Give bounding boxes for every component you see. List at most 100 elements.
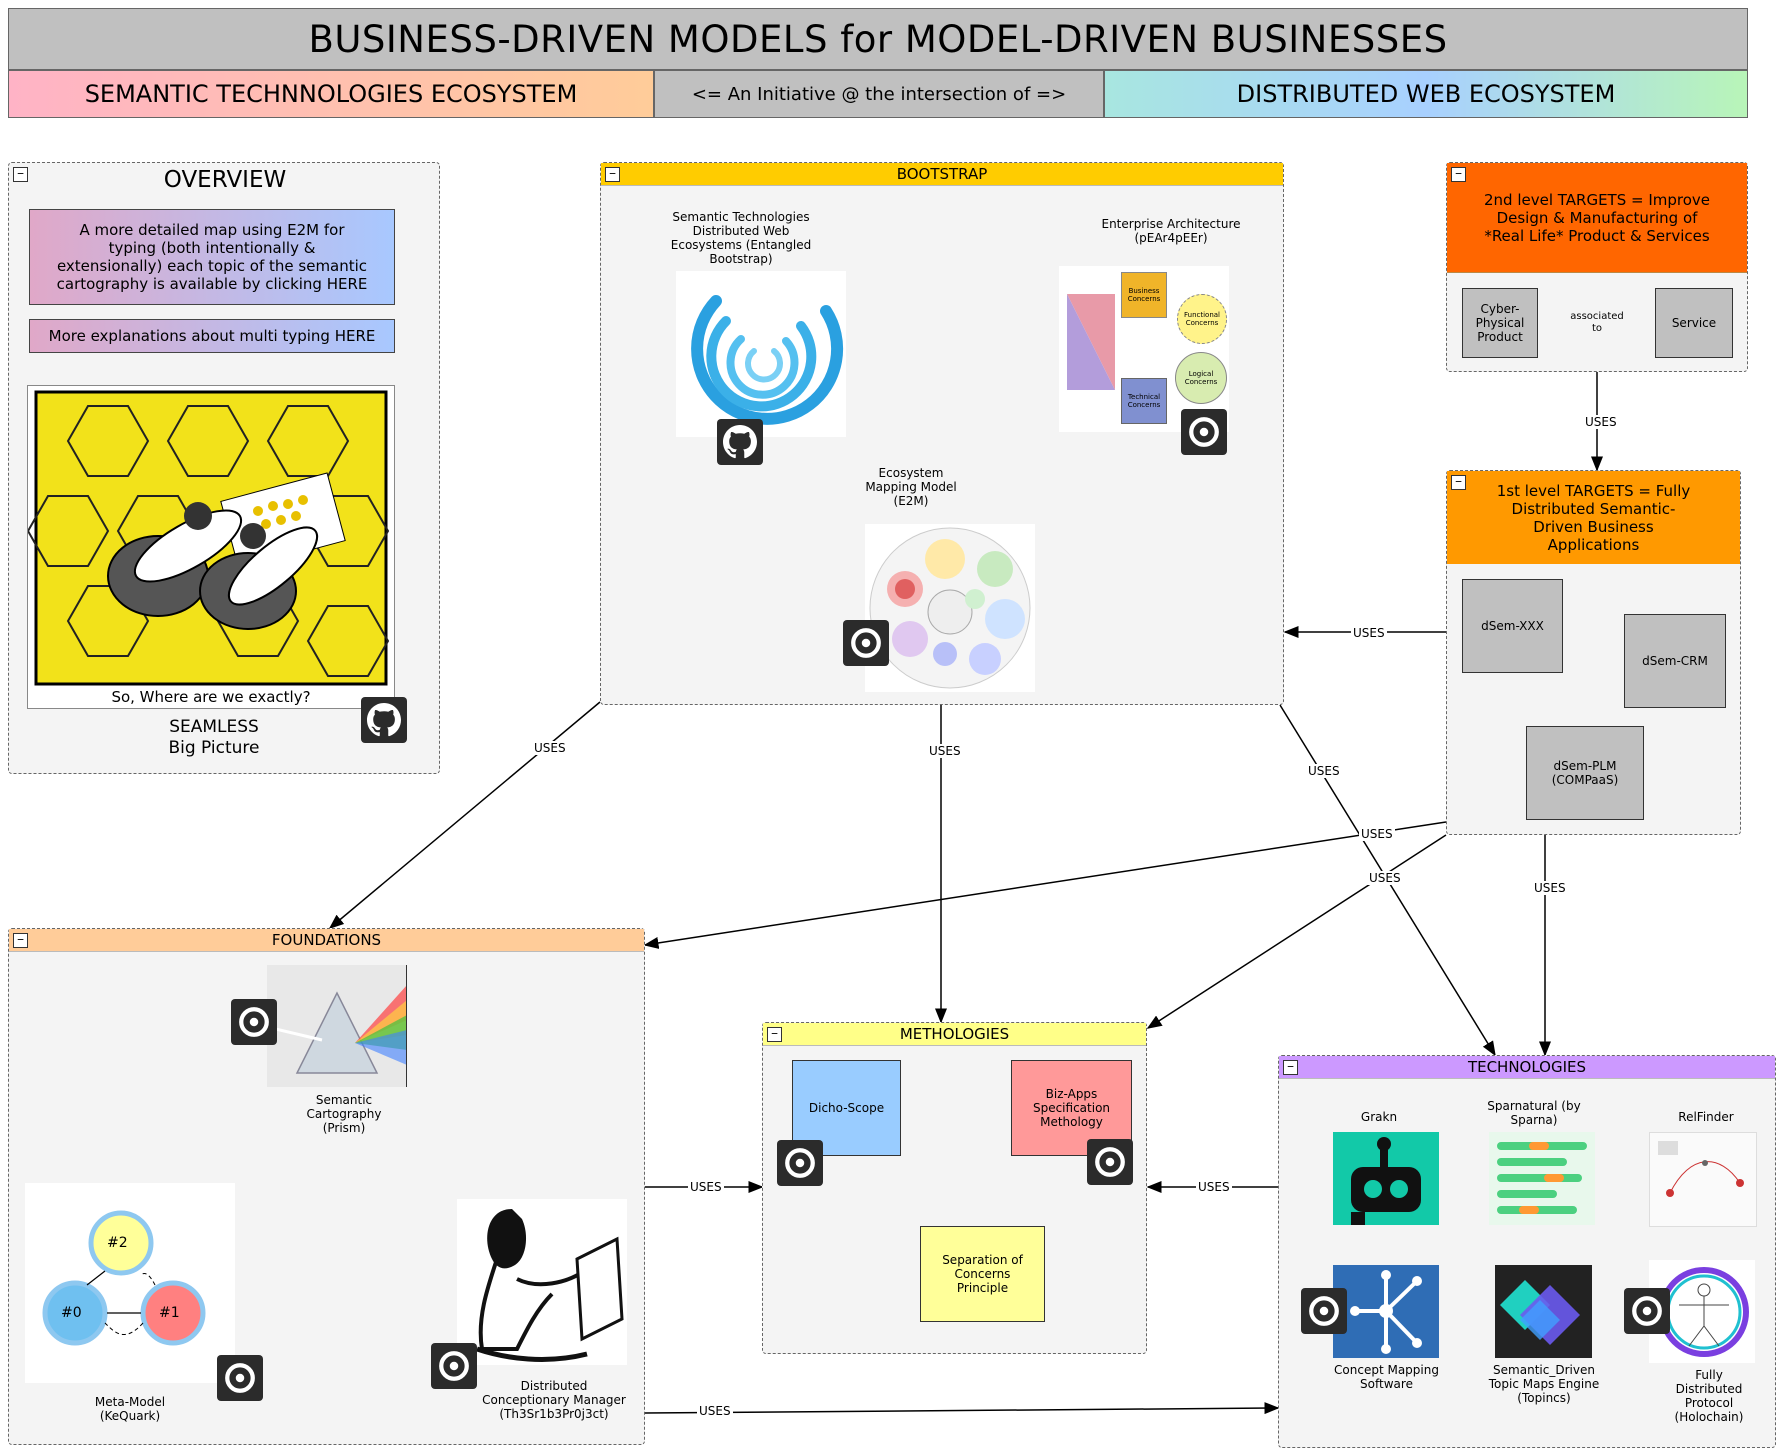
big-picture-caption: So, Where are we exactly? — [111, 688, 311, 706]
spiral-label: Semantic Technologies Distributed Web Ec… — [670, 210, 812, 266]
business-concerns-box: Business Concerns — [1121, 272, 1167, 318]
sparnatural-screenshot[interactable] — [1489, 1132, 1595, 1225]
foundations-panel: FOUNDATIONS − Semantic Cartography (Pris… — [8, 928, 645, 1445]
github-icon[interactable] — [1624, 1288, 1670, 1334]
meta-model-label: Meta-Model (KeQuark) — [94, 1395, 166, 1423]
edge-label: USES — [1196, 1180, 1232, 1194]
methodologies-panel: METHOLOGIES − Dicho-Scope Biz-Apps Speci… — [762, 1022, 1147, 1354]
meta-model-diagram — [42, 1210, 206, 1346]
honeycomb-bees-illustration — [26, 390, 390, 686]
meta-model-image[interactable]: #2 #0 #1 — [25, 1183, 235, 1383]
overview-title: OVERVIEW — [163, 167, 287, 193]
seamless-label-line1: SEAMLESS — [169, 717, 259, 737]
prism-icon — [267, 965, 407, 1087]
technologies-header: TECHNOLOGIES — [1279, 1056, 1775, 1079]
collapse-button[interactable]: − — [767, 1027, 782, 1042]
e2m-image[interactable] — [865, 524, 1035, 692]
edge-label: USES — [1359, 827, 1395, 841]
collapse-button[interactable]: − — [1451, 475, 1466, 490]
collapse-button[interactable]: − — [13, 933, 28, 948]
seamless-label: SEAMLESS Big Picture — [109, 717, 319, 759]
meta-node-1: #1 — [159, 1305, 180, 1321]
seamless-label-line2: Big Picture — [168, 738, 260, 758]
github-icon[interactable] — [777, 1140, 823, 1186]
separation-of-concerns-box[interactable]: Separation of Concerns Principle — [920, 1226, 1045, 1322]
bootstrap-panel: BOOTSTRAP − Semantic Technologies Distri… — [600, 162, 1284, 705]
semantic-ecosystem-banner: SEMANTIC TECHNNOLOGIES ECOSYSTEM — [8, 70, 654, 118]
github-icon[interactable] — [1301, 1288, 1347, 1334]
bootstrap-header: BOOTSTRAP — [601, 163, 1283, 186]
sparnatural-label: Sparnatural (by Sparna) — [1487, 1099, 1581, 1127]
multi-typing-link[interactable]: More explanations about multi typing HER… — [29, 319, 395, 353]
technical-concerns-box: Technical Concerns — [1121, 378, 1167, 424]
edge-label: USES — [688, 1180, 724, 1194]
bootstrap-title: BOOTSTRAP — [896, 165, 988, 183]
github-icon[interactable] — [361, 697, 407, 743]
edge-label: USES — [927, 744, 963, 758]
topincs-logo[interactable] — [1495, 1265, 1592, 1358]
e2m-bubble-map — [869, 527, 1031, 689]
distributed-web-banner: DISTRIBUTED WEB ECOSYSTEM — [1104, 70, 1748, 118]
grakn-logo[interactable] — [1333, 1132, 1439, 1225]
prism-label: Semantic Cartography (Prism) — [306, 1093, 382, 1135]
bizapps-box[interactable]: Biz-Apps Specification Methology — [1011, 1060, 1132, 1156]
enterprise-architecture-image[interactable]: Business Concerns Technical Concerns Fun… — [1059, 266, 1229, 432]
intersection-banner: <= An Initiative @ the intersection of =… — [654, 70, 1104, 118]
github-icon[interactable] — [1087, 1139, 1133, 1185]
dsem-crm-box[interactable]: dSem-CRM — [1624, 614, 1726, 708]
dsem-xxx-box[interactable]: dSem-XXX — [1462, 579, 1563, 673]
concept-mapping-logo[interactable] — [1333, 1265, 1439, 1358]
github-icon[interactable] — [1181, 409, 1227, 455]
technologies-panel: TECHNOLOGIES − Grakn Sparnatural (by Spa… — [1278, 1055, 1776, 1448]
edge-targets1-foundations — [643, 821, 1447, 949]
meta-node-0: #0 — [61, 1305, 82, 1321]
service-box[interactable]: Service — [1655, 288, 1733, 358]
dsem-plm-box[interactable]: dSem-PLM (COMPaaS) — [1526, 726, 1644, 820]
entangled-bootstrap-image[interactable] — [676, 271, 846, 437]
targets1-title: 1st level TARGETS = Fully Distributed Se… — [1447, 471, 1740, 564]
functional-concerns-circle: Functional Concerns — [1177, 294, 1227, 344]
detailed-map-link[interactable]: A more detailed map using E2M for typing… — [29, 209, 395, 305]
prism-image[interactable] — [267, 965, 407, 1087]
ea-label: Enterprise Architecture (pEAr4pEEr) — [1101, 217, 1241, 245]
e2m-label: Ecosystem Mapping Model (E2M) — [865, 466, 957, 508]
relfinder-screenshot[interactable] — [1649, 1132, 1757, 1227]
cyber-physical-product-box[interactable]: Cyber-Physical Product — [1462, 288, 1538, 358]
network-tree-icon — [1350, 1270, 1422, 1354]
holochain-label: Fully Distributed Protocol (Holochain) — [1674, 1368, 1744, 1424]
scribe-illustration — [476, 1209, 624, 1362]
collapse-button[interactable]: − — [1451, 167, 1466, 182]
grakn-label: Grakn — [1360, 1110, 1398, 1124]
github-icon[interactable] — [231, 999, 277, 1045]
relfinder-label: RelFinder — [1678, 1110, 1734, 1124]
edge-label: USES — [1367, 871, 1403, 885]
robot-icon — [1351, 1137, 1421, 1225]
github-icon[interactable] — [717, 419, 763, 465]
dcm-image[interactable] — [457, 1199, 627, 1365]
big-picture-image[interactable]: So, Where are we exactly? — [26, 385, 395, 709]
page-title: BUSINESS-DRIVEN MODELS for MODEL-DRIVEN … — [8, 8, 1748, 70]
collapse-button[interactable]: − — [605, 167, 620, 182]
methodologies-title: METHOLOGIES — [899, 1025, 1010, 1043]
github-icon[interactable] — [431, 1343, 477, 1389]
relfinder-graph-icon — [1658, 1141, 1744, 1197]
foundations-title: FOUNDATIONS — [271, 931, 382, 949]
overview-panel: − OVERVIEW A more detailed map using E2M… — [8, 162, 440, 774]
collapse-button[interactable]: − — [1283, 1060, 1298, 1075]
logical-concerns-circle: Logical Concerns — [1175, 352, 1227, 404]
collapse-button[interactable]: − — [13, 167, 28, 182]
edge-label: USES — [532, 741, 568, 755]
foundations-header: FOUNDATIONS — [9, 929, 644, 952]
targets2-panel: 2nd level TARGETS = Improve Design & Man… — [1446, 162, 1748, 372]
targets1-panel: 1st level TARGETS = Fully Distributed Se… — [1446, 470, 1741, 835]
meta-node-2: #2 — [107, 1235, 128, 1251]
edge-label: USES — [697, 1404, 733, 1418]
edge-label: USES — [1583, 415, 1619, 429]
edge-label: USES — [1306, 764, 1342, 778]
github-icon[interactable] — [843, 620, 889, 666]
sparnatural-form-icon — [1497, 1142, 1587, 1214]
technologies-title: TECHNOLOGIES — [1467, 1058, 1587, 1076]
edge-label: USES — [1532, 881, 1568, 895]
github-icon[interactable] — [217, 1355, 263, 1401]
diamond-logo-icon — [1500, 1280, 1580, 1345]
